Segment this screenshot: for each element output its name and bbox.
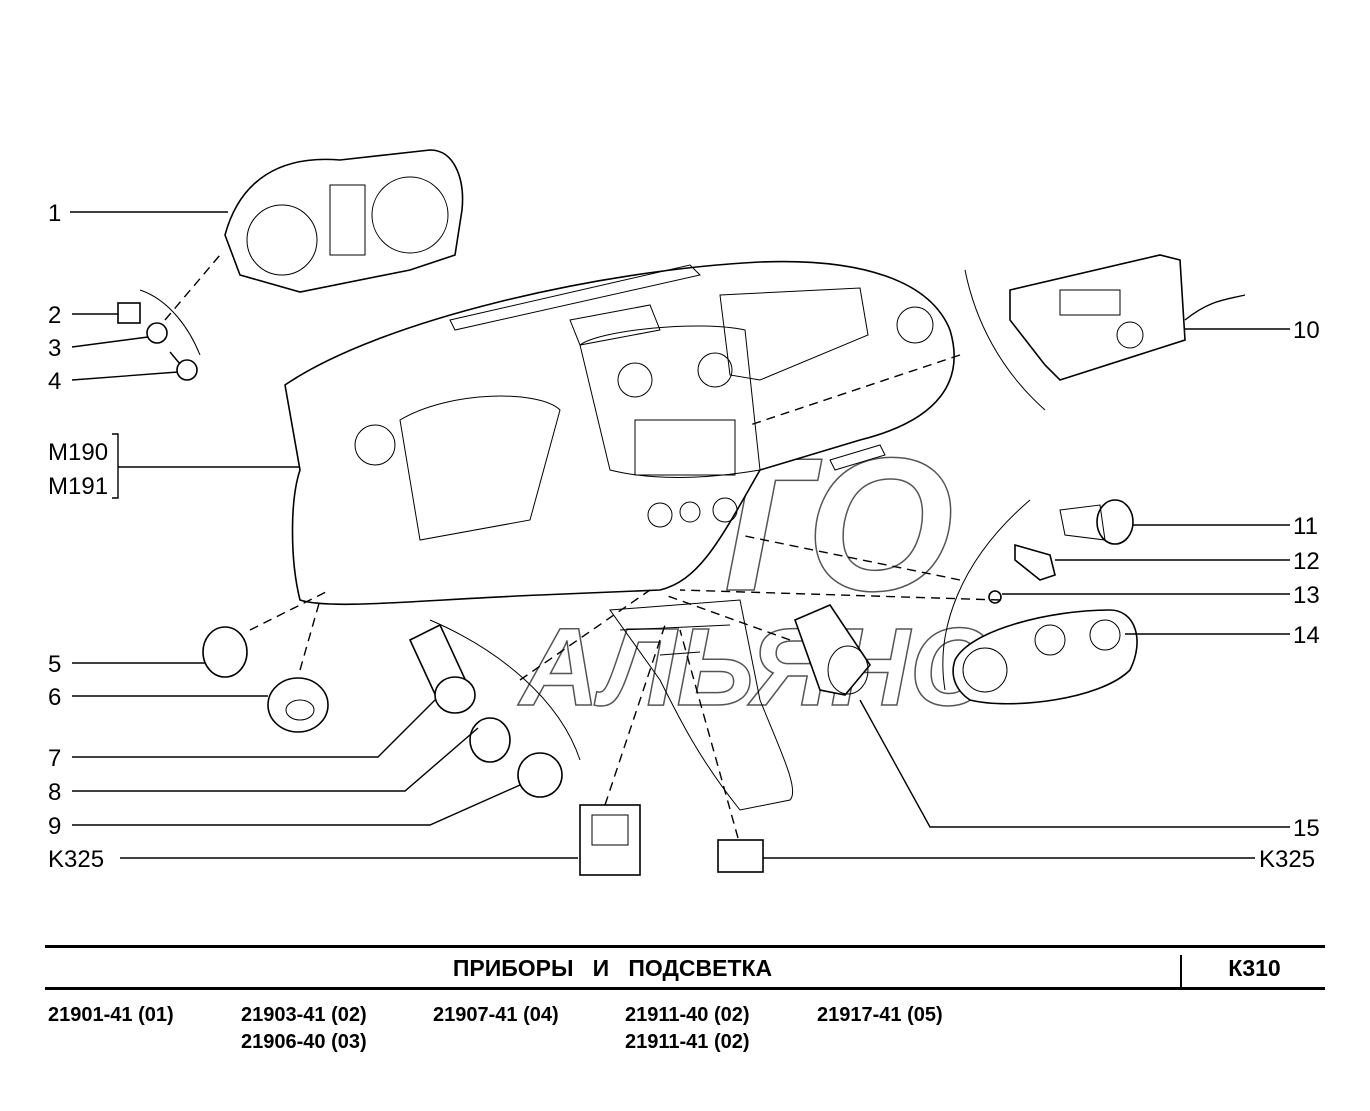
callout-13: 13 [1293, 582, 1320, 609]
sheet-title: ПРИБОРЫ И ПОДСВЕТКА [452, 955, 773, 981]
footer-bottom-rule [45, 987, 1325, 990]
callout-6: 6 [48, 684, 61, 711]
model-code: 21903-41 (02) [241, 1004, 367, 1026]
callout-12: 12 [1293, 548, 1320, 575]
dashboard-panel [284, 260, 955, 811]
lighter-socket-7 [408, 623, 476, 714]
clip-2 [117, 302, 141, 324]
callout-k325-right: K325 [1259, 846, 1315, 873]
callout-3: 3 [48, 335, 61, 362]
callout-5: 5 [48, 651, 61, 678]
radio-10 [1009, 254, 1246, 381]
model-code: 21906-40 (03) [241, 1031, 367, 1053]
callout-2: 2 [48, 302, 61, 329]
nut-3 [146, 322, 168, 344]
switch-k325-left [579, 804, 641, 876]
callout-15: 15 [1293, 815, 1320, 842]
switch-k325-right [717, 839, 764, 873]
callout-8: 8 [48, 779, 61, 806]
callout-1: 1 [48, 200, 61, 227]
footer-top-rule [45, 945, 1325, 948]
sheet-code: К310 [1180, 955, 1327, 988]
lamp-11 [1059, 499, 1134, 545]
model-code: 21911-41 (02) [625, 1031, 750, 1053]
callout-7: 7 [48, 745, 61, 772]
switch-8 [469, 717, 511, 763]
leader-lines [70, 211, 1290, 859]
callout-4: 4 [48, 368, 61, 395]
model-code: 21907-41 (04) [433, 1004, 559, 1026]
screw-13 [988, 590, 1002, 604]
callout-11: 11 [1293, 513, 1318, 540]
model-code: 21917-41 (05) [817, 1004, 943, 1026]
model-code: 21911-40 (02) [625, 1004, 750, 1026]
cap-5 [202, 626, 248, 678]
switch-9 [517, 752, 563, 798]
callout-10: 10 [1293, 317, 1320, 344]
socket-15 [793, 604, 871, 696]
callout-k325-left: K325 [48, 846, 104, 873]
model-code: 21901-41 (01) [48, 1004, 174, 1026]
switch-6 [267, 677, 329, 733]
callout-m190: M190 [48, 439, 108, 466]
lamp-12 [1014, 543, 1056, 581]
instrument-cluster [224, 149, 464, 293]
screw-4 [169, 351, 198, 381]
callout-14: 14 [1293, 622, 1320, 649]
callout-9: 9 [48, 813, 61, 840]
heater-control-14 [952, 609, 1138, 705]
callout-m191: M191 [48, 473, 108, 500]
